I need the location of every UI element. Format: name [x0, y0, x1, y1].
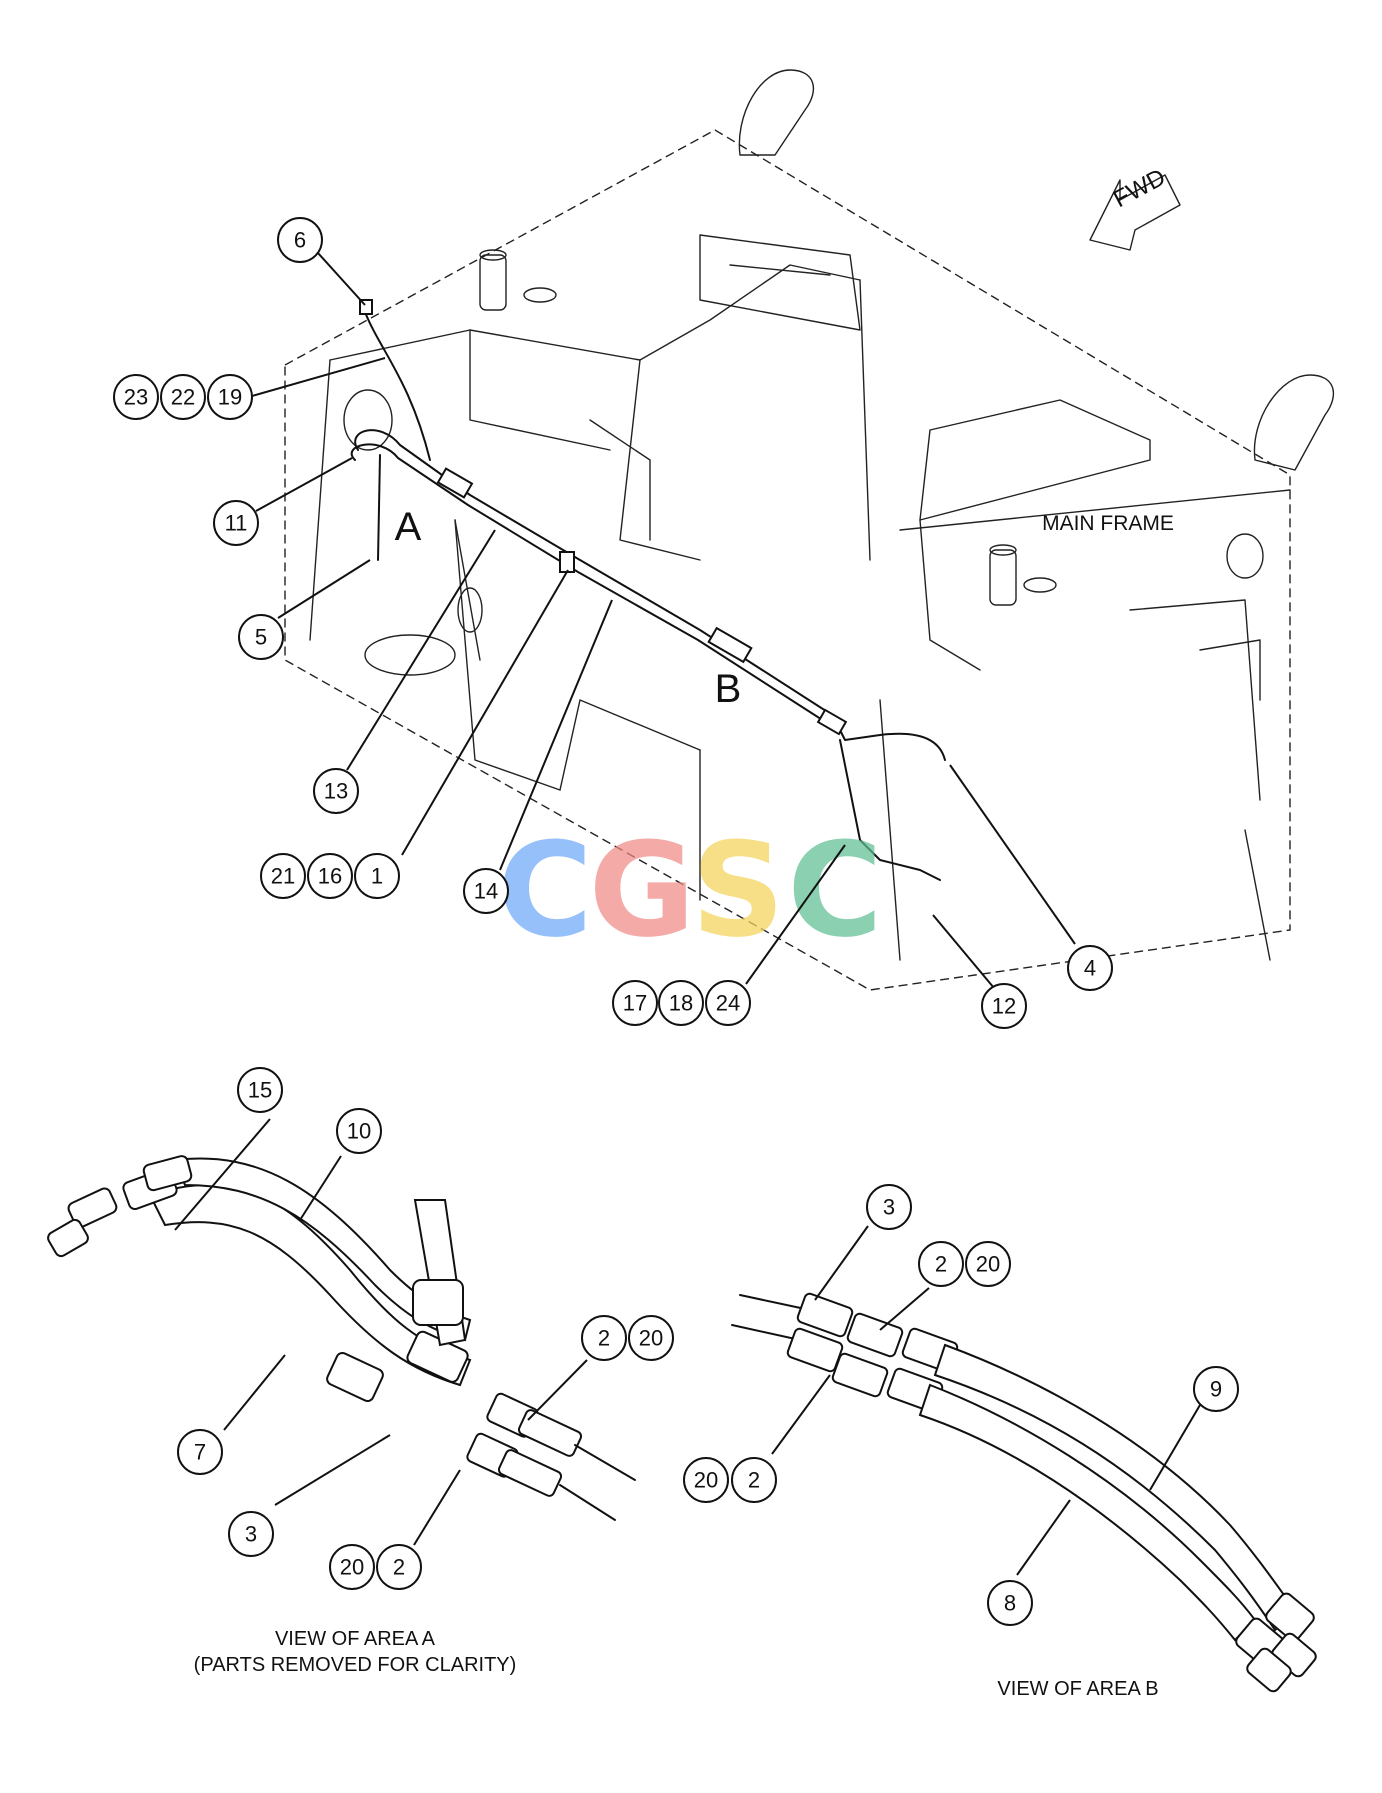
area-b-view-drawing — [731, 1292, 1317, 1693]
callout-21: 21 — [260, 853, 306, 899]
area-a-marker: A — [395, 505, 422, 549]
callout-20-area-b-lower-text: 20 — [694, 1468, 718, 1493]
callout-3-area-b: 3 — [866, 1184, 912, 1230]
callout-11-text: 11 — [225, 511, 248, 536]
area-b-marker: B — [715, 667, 742, 711]
leader-lines — [174, 252, 1201, 1576]
callout-16: 16 — [307, 853, 353, 899]
callout-18-text: 18 — [669, 991, 693, 1016]
callout-3-area-a: 3 — [228, 1511, 274, 1557]
hose-routing — [350, 299, 946, 881]
callout-21-text: 21 — [271, 864, 295, 889]
callout-4: 4 — [1067, 945, 1113, 991]
callout-5: 5 — [238, 614, 284, 660]
callout-13-text: 13 — [324, 779, 348, 804]
callout-2-area-b-lower-text: 2 — [748, 1468, 760, 1493]
callout-14: 14 — [463, 868, 509, 914]
area-b-caption: VIEW OF AREA B — [997, 1678, 1158, 1700]
callout-23: 23 — [113, 374, 159, 420]
callout-22: 22 — [160, 374, 206, 420]
callout-3-area-b-text: 3 — [883, 1195, 895, 1220]
callout-8-text: 8 — [1004, 1591, 1016, 1616]
callout-22-text: 22 — [171, 385, 195, 410]
callout-18: 18 — [658, 980, 704, 1026]
callout-5-text: 5 — [255, 625, 267, 650]
callout-2-area-a-upper-text: 2 — [598, 1326, 610, 1351]
callout-8: 8 — [987, 1580, 1033, 1626]
watermark-letter-3: S — [691, 814, 785, 966]
callout-17: 17 — [612, 980, 658, 1026]
callout-19-text: 19 — [218, 385, 242, 410]
callout-14-text: 14 — [474, 879, 498, 904]
callout-24: 24 — [705, 980, 751, 1026]
callout-2-area-a-lower: 2 — [376, 1544, 422, 1590]
callout-1-text: 1 — [371, 864, 383, 889]
area-a-caption-line1: VIEW OF AREA A — [275, 1628, 436, 1650]
callout-10-text: 10 — [347, 1119, 371, 1144]
watermark-letter-1: C — [497, 814, 592, 966]
callout-12-text: 12 — [992, 994, 1016, 1019]
callout-20-area-b-upper-text: 20 — [976, 1252, 1000, 1277]
callout-1: 1 — [354, 853, 400, 899]
callout-11: 11 — [213, 500, 259, 546]
main-frame-label: MAIN FRAME — [1042, 512, 1174, 535]
callout-4-text: 4 — [1084, 956, 1096, 981]
area-a-caption-line2: (PARTS REMOVED FOR CLARITY) — [194, 1654, 517, 1676]
callout-3-area-a-text: 3 — [245, 1522, 257, 1547]
callout-15: 15 — [237, 1067, 283, 1113]
callout-2-area-b-lower: 2 — [731, 1457, 777, 1503]
callout-20-area-a-upper: 20 — [628, 1315, 674, 1361]
callout-2-area-a-lower-text: 2 — [393, 1555, 405, 1580]
area-a-view-drawing — [47, 1155, 636, 1521]
callout-16-text: 16 — [318, 864, 342, 889]
callout-9: 9 — [1193, 1366, 1239, 1412]
callout-2-area-b-upper: 2 — [918, 1241, 964, 1287]
callout-19: 19 — [207, 374, 253, 420]
callout-20-area-b-lower: 20 — [683, 1457, 729, 1503]
watermark: C G S C — [497, 814, 882, 966]
watermark-letter-4: C — [787, 814, 882, 966]
callout-20-area-a-upper-text: 20 — [639, 1326, 663, 1351]
callout-7: 7 — [177, 1429, 223, 1475]
callout-20-area-a-lower-text: 20 — [340, 1555, 364, 1580]
callout-2-area-b-upper-text: 2 — [935, 1252, 947, 1277]
callout-23-text: 23 — [124, 385, 148, 410]
callout-6: 6 — [277, 217, 323, 263]
callout-2-area-a-upper: 2 — [581, 1315, 627, 1361]
callout-20-area-a-lower: 20 — [329, 1544, 375, 1590]
main-frame-drawing — [284, 69, 1335, 991]
fwd-label: FWD — [1109, 164, 1170, 213]
callout-17-text: 17 — [623, 991, 647, 1016]
callout-12: 12 — [981, 983, 1027, 1029]
callout-13: 13 — [313, 768, 359, 814]
callout-9-text: 9 — [1210, 1377, 1222, 1402]
callout-6-text: 6 — [294, 228, 306, 253]
callout-10: 10 — [336, 1108, 382, 1154]
callout-24-text: 24 — [716, 991, 740, 1016]
watermark-letter-2: G — [589, 814, 696, 966]
callout-15-text: 15 — [248, 1078, 272, 1103]
callout-7-text: 7 — [194, 1440, 206, 1465]
callout-20-area-b-upper: 20 — [965, 1241, 1011, 1287]
